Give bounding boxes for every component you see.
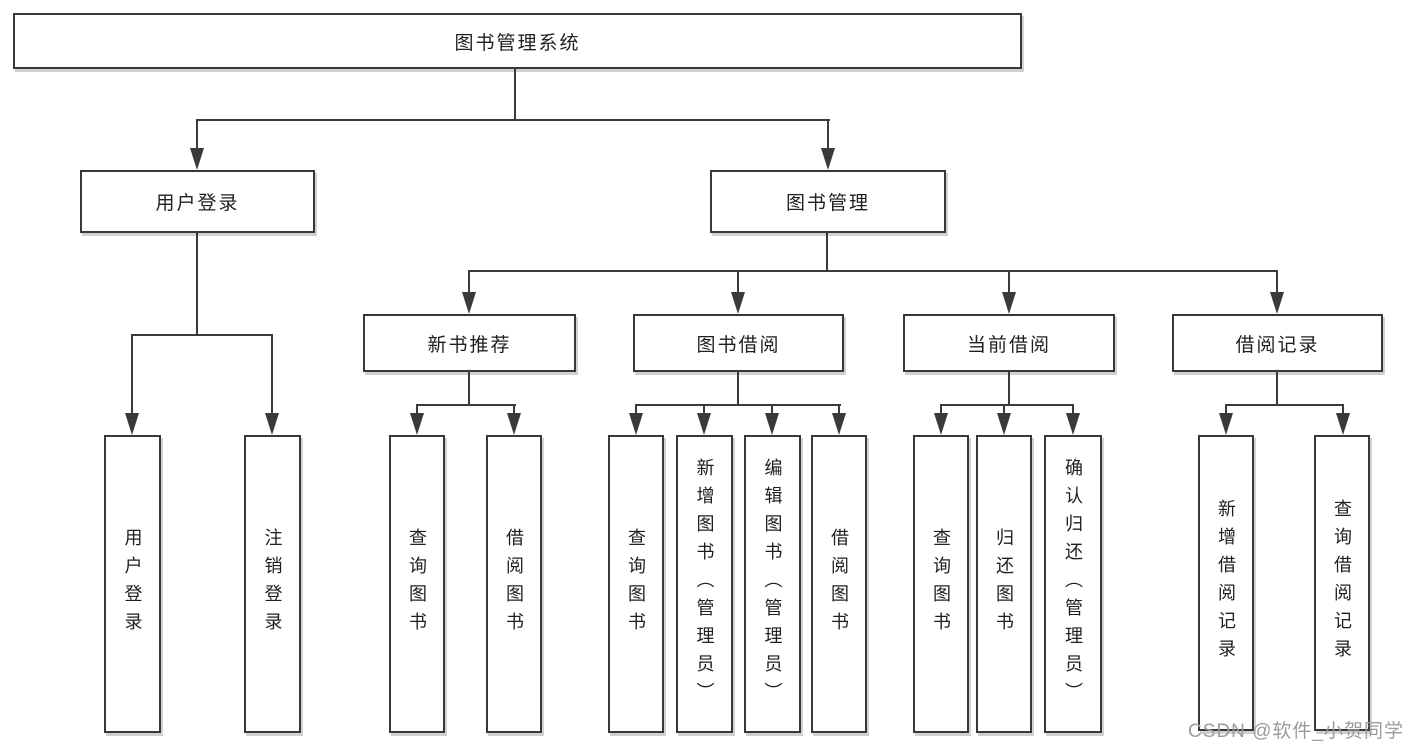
node-book-management-label: 图书管理 (785, 193, 870, 214)
csdn-watermark: CSDN @软件_小贺同学 (1188, 721, 1404, 742)
connector-drop-book-borrow (737, 270, 739, 294)
connector-level3-bar (468, 270, 1278, 272)
leaf-borrow-query-books: 查询图书 (608, 435, 664, 733)
connector-drop-nb-query (416, 404, 418, 415)
leaf-current-confirm-return-admin: 确认归还（管理员） (1044, 435, 1102, 733)
leaf-borrow-add-books-admin: 新增图书（管理员） (676, 435, 733, 733)
arrowhead-current-borrow (1002, 292, 1016, 314)
leaf-borrow-add-books-admin-label: 新增图书（管理员） (694, 458, 715, 710)
node-book-management: 图书管理 (710, 170, 946, 233)
connector-drop-leaf-user-login (131, 334, 133, 415)
connector-new-books-bar (416, 404, 516, 406)
arrowhead-bb-query (629, 413, 643, 435)
connector-borrow-records-stem (1276, 372, 1278, 406)
leaf-current-return-books: 归还图书 (976, 435, 1032, 733)
connector-book-management-stem (826, 233, 828, 272)
leaf-records-add-record: 新增借阅记录 (1198, 435, 1254, 731)
connector-drop-leaf-logout (271, 334, 273, 415)
node-new-book-recommend: 新书推荐 (363, 314, 576, 372)
leaf-current-query-books-label: 查询图书 (931, 528, 951, 640)
arrowhead-bb-add (697, 413, 711, 435)
leaf-borrow-edit-books-admin-label: 编辑图书（管理员） (762, 458, 783, 710)
node-current-borrow-label: 当前借阅 (966, 334, 1051, 356)
leaf-records-add-record-label: 新增借阅记录 (1216, 499, 1236, 667)
node-borrow-records: 借阅记录 (1172, 314, 1383, 372)
arrowhead-leaf-logout (265, 413, 279, 435)
leaf-newbooks-query-books-label: 查询图书 (407, 528, 427, 640)
arrowhead-book-borrow (731, 292, 745, 314)
leaf-newbooks-borrow-books-label: 借阅图书 (504, 528, 524, 640)
leaf-current-query-books: 查询图书 (913, 435, 969, 733)
connector-drop-bb-add (703, 404, 705, 415)
connector-current-borrow-stem (1008, 372, 1010, 406)
leaf-logout: 注销登录 (244, 435, 301, 733)
leaf-records-query-record: 查询借阅记录 (1314, 435, 1370, 731)
connector-book-borrow-stem (737, 372, 739, 406)
arrowhead-nb-borrow (507, 413, 521, 435)
connector-drop-bb-edit (771, 404, 773, 415)
leaf-current-confirm-return-admin-label: 确认归还（管理员） (1063, 458, 1083, 710)
arrowhead-cb-query (934, 413, 948, 435)
arrowhead-borrow-records (1270, 292, 1284, 314)
node-root-label: 图书管理系统 (454, 32, 581, 54)
leaf-borrow-borrow-books: 借阅图书 (811, 435, 867, 733)
connector-user-login-bar (131, 334, 273, 336)
connector-drop-cb-return (1003, 404, 1005, 415)
leaf-user-login: 用户登录 (104, 435, 161, 733)
connector-borrow-records-bar (1225, 404, 1344, 406)
node-new-book-recommend-label: 新书推荐 (427, 334, 512, 356)
node-book-borrow: 图书借阅 (633, 314, 844, 372)
connector-drop-user-login (196, 119, 198, 149)
connector-book-borrow-bar (635, 404, 841, 406)
connector-drop-bb-query (635, 404, 637, 415)
connector-new-books-stem (468, 372, 470, 406)
connector-user-login-stem (196, 233, 198, 336)
leaf-newbooks-borrow-books: 借阅图书 (486, 435, 542, 733)
connector-drop-new-books (468, 270, 470, 294)
arrowhead-leaf-user-login (125, 413, 139, 435)
connector-drop-cb-query (940, 404, 942, 415)
leaf-borrow-query-books-label: 查询图书 (626, 528, 646, 640)
node-book-borrow-label: 图书借阅 (696, 334, 781, 356)
connector-drop-bb-borrow (838, 404, 840, 415)
leaf-borrow-edit-books-admin: 编辑图书（管理员） (744, 435, 801, 733)
arrowhead-bb-edit (765, 413, 779, 435)
connector-drop-br-query (1342, 404, 1344, 415)
arrowhead-book-management (821, 148, 835, 170)
connector-root-stem (514, 68, 516, 121)
node-current-borrow: 当前借阅 (903, 314, 1115, 372)
arrowhead-cb-confirm (1066, 413, 1080, 435)
arrowhead-br-add (1219, 413, 1233, 435)
arrowhead-bb-borrow (832, 413, 846, 435)
node-user-login: 用户登录 (80, 170, 315, 233)
connector-drop-borrow-records (1276, 270, 1278, 294)
arrowhead-nb-query (410, 413, 424, 435)
arrowhead-new-books (462, 292, 476, 314)
leaf-user-login-label: 用户登录 (122, 528, 143, 640)
connector-current-borrow-bar (940, 404, 1074, 406)
connector-drop-current-borrow (1008, 270, 1010, 294)
arrowhead-user-login (190, 148, 204, 170)
node-user-login-label: 用户登录 (155, 193, 240, 214)
leaf-logout-label: 注销登录 (262, 528, 283, 640)
leaf-newbooks-query-books: 查询图书 (389, 435, 445, 733)
node-borrow-records-label: 借阅记录 (1235, 334, 1320, 356)
connector-drop-cb-confirm (1072, 404, 1074, 415)
connector-drop-br-add (1225, 404, 1227, 415)
leaf-borrow-borrow-books-label: 借阅图书 (829, 528, 849, 640)
leaf-current-return-books-label: 归还图书 (994, 528, 1014, 640)
connector-drop-nb-borrow (513, 404, 515, 415)
leaf-records-query-record-label: 查询借阅记录 (1332, 499, 1352, 667)
connector-drop-book-management (827, 119, 829, 149)
node-root: 图书管理系统 (13, 13, 1022, 69)
connector-root-bar (196, 119, 830, 121)
arrowhead-br-query (1336, 413, 1350, 435)
arrowhead-cb-return (997, 413, 1011, 435)
